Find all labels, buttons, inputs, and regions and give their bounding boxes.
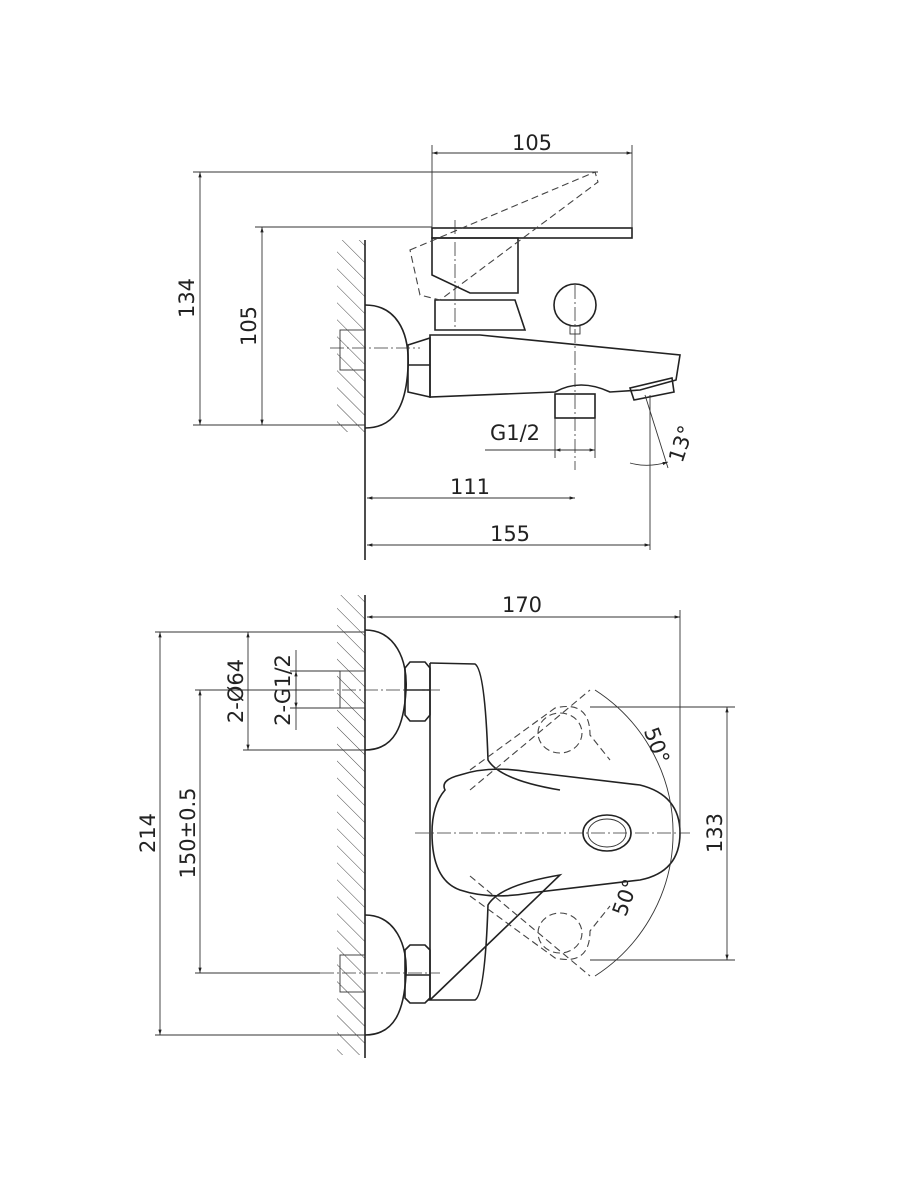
aerator bbox=[628, 377, 675, 401]
wall-hatch bbox=[337, 595, 365, 1055]
lower-flange bbox=[364, 914, 407, 1036]
dim-handle-width: 105 bbox=[512, 131, 552, 155]
wall-hatch bbox=[337, 240, 365, 432]
hex-nut bbox=[407, 336, 431, 399]
handle-block bbox=[431, 237, 519, 294]
dim-outlet-offset: 111 bbox=[450, 475, 490, 499]
dim-flange-diameter: 2-Ø64 bbox=[224, 659, 248, 723]
dim-center-distance: 150±0.5 bbox=[176, 787, 200, 878]
lever-upper-position bbox=[469, 706, 611, 771]
mixer-body bbox=[428, 662, 563, 1001]
sweep-arc bbox=[594, 689, 674, 977]
lower-nut bbox=[404, 944, 431, 1004]
handle-raised-position bbox=[409, 171, 599, 301]
handle-lever bbox=[431, 227, 633, 239]
dim-angle-upper: 50° bbox=[639, 724, 674, 767]
dim-outlet-thread: G1/2 bbox=[490, 421, 540, 445]
wall-flange bbox=[364, 304, 409, 429]
dim-depth: 170 bbox=[502, 593, 542, 617]
front-view: 170 214 150±0.5 2-Ø64 2-G1/2 133 50° 50° bbox=[136, 593, 735, 1058]
upper-position-grip bbox=[537, 712, 583, 754]
lower-inlet bbox=[339, 954, 366, 993]
dim-inlet-thread: 2-G1/2 bbox=[271, 654, 295, 726]
spout-body bbox=[429, 334, 681, 398]
inlet-pipe bbox=[339, 329, 366, 371]
lever-lower-position bbox=[469, 895, 611, 960]
upper-inlet bbox=[339, 670, 366, 709]
dim-spout-angle: 13° bbox=[664, 422, 698, 465]
cartridge-housing bbox=[434, 299, 527, 331]
dim-handle-height: 105 bbox=[237, 306, 261, 346]
side-view: 105 134 105 G1/2 13° 111 155 bbox=[175, 131, 699, 560]
lever-handle bbox=[431, 768, 681, 897]
dim-total-height: 134 bbox=[175, 278, 199, 318]
lower-position-grip bbox=[537, 912, 583, 954]
dim-total-depth: 155 bbox=[490, 522, 530, 546]
dim-lever-sweep: 133 bbox=[703, 813, 727, 853]
upper-nut bbox=[404, 661, 431, 722]
dim-total-height: 214 bbox=[136, 813, 160, 853]
